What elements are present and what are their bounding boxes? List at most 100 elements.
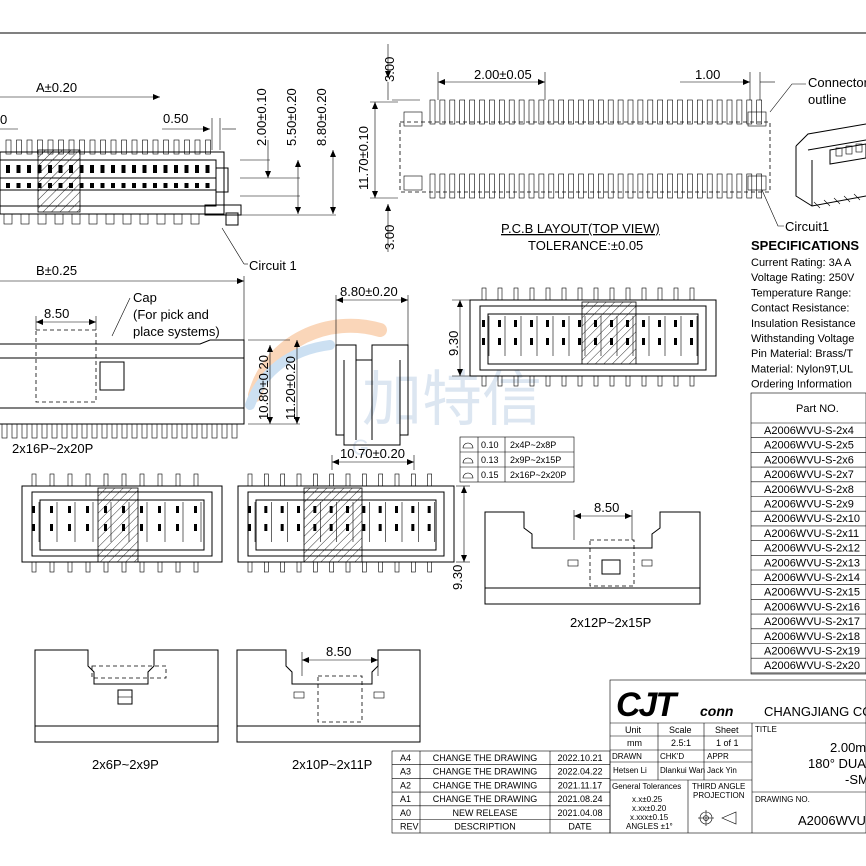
pcb-pad-top — [578, 99, 584, 125]
side-view-10-11: 8.50 2x10P~2x11P — [236, 644, 421, 772]
pcb-pad-bottom — [637, 173, 644, 199]
pcb-pad-bottom — [627, 173, 634, 199]
pcb-pad-top — [607, 99, 614, 125]
pcb-pad-top — [726, 99, 733, 125]
top-pin — [49, 473, 55, 487]
side-pin — [201, 423, 208, 439]
flatness-symbol-icon — [462, 442, 474, 449]
pcb-pad-top — [498, 99, 505, 125]
contact — [142, 165, 147, 173]
dim-a-left: 0 — [0, 112, 7, 127]
contact — [411, 524, 415, 531]
pcb-pad-peg — [403, 175, 423, 191]
contact — [6, 183, 10, 188]
pcb-pad-bottom — [696, 173, 703, 199]
dim-a: A±0.20 — [36, 80, 77, 95]
part-number: A2006WVU-S-2x19 — [764, 646, 860, 658]
contact — [68, 524, 71, 531]
pcb-pad-bottom — [568, 173, 574, 199]
part-number: A2006WVU-S-2x5 — [764, 440, 854, 452]
contact — [658, 320, 661, 327]
top-pin — [139, 473, 145, 487]
pcb-pad-bottom — [687, 173, 693, 199]
contact — [530, 338, 533, 345]
pcb-pad-top — [677, 99, 683, 125]
pin — [194, 139, 201, 155]
rev-code: A2 — [400, 780, 411, 790]
side-pin — [111, 423, 118, 439]
part-number: A2006WVU-S-2x15 — [764, 587, 860, 599]
top-pin — [247, 473, 253, 487]
contact — [32, 524, 35, 531]
side-pin — [71, 423, 78, 439]
bottom-pin — [593, 375, 599, 387]
pin — [89, 139, 96, 155]
top-pin — [85, 473, 91, 487]
contact — [153, 183, 157, 188]
projection-1: THIRD ANGLE — [692, 782, 745, 791]
pcb-pad-bottom — [558, 173, 565, 199]
bottom-pin — [54, 213, 64, 225]
pcb-pad-top — [617, 99, 624, 125]
side-pin — [131, 423, 138, 439]
contact — [546, 320, 549, 327]
drawn-value: Hetsen Li — [613, 766, 647, 775]
rev-description: CHANGE THE DRAWING — [433, 753, 538, 763]
contact — [100, 183, 105, 188]
pcb-pad-top — [459, 99, 466, 125]
bottom-pin — [139, 213, 149, 225]
contact — [280, 506, 284, 513]
pin — [131, 139, 138, 155]
contact — [140, 506, 143, 513]
chkd-label: CHK'D — [660, 752, 684, 761]
bottom-pin — [49, 561, 55, 573]
pcb-pad-bottom — [647, 173, 654, 199]
contact — [184, 183, 189, 188]
pcb-pad-top — [667, 99, 673, 125]
title-line-3: -SM — [845, 772, 866, 787]
gt-2: x.xx±0.20 — [632, 804, 667, 813]
contact — [362, 506, 366, 513]
contact — [153, 165, 157, 173]
bottom-pin — [190, 213, 200, 225]
part-number: A2006WVU-S-2x14 — [764, 572, 860, 584]
contact — [674, 338, 677, 345]
side-view-cap: B±0.25 8.50 Cap (For pick and place syst… — [0, 263, 300, 456]
pcb-pad-bottom — [756, 173, 763, 199]
bottom-pin — [561, 375, 567, 387]
part-table: Part NO. A2006WVU-S-2x4A2006WVU-S-2x5A20… — [750, 392, 866, 675]
flatness-symbol-icon — [462, 457, 474, 464]
appr-value: Jack Yin — [707, 766, 737, 775]
spec-line: Withstanding Voltage — [751, 333, 854, 345]
pin — [79, 139, 85, 155]
top-pin — [641, 287, 647, 301]
rev-description: NEW RELEASE — [452, 808, 517, 818]
bottom-pin — [103, 561, 109, 573]
contact — [195, 165, 199, 173]
bottom-pin — [394, 561, 400, 573]
contact — [140, 524, 143, 531]
contact — [50, 524, 53, 531]
spec-line: Material: Nylon9T,UL — [751, 363, 853, 375]
pcb-pad-top — [588, 99, 594, 125]
pcb-title: P.C.B LAYOUT(TOP VIEW) — [501, 221, 660, 236]
pin — [184, 139, 190, 155]
pcb-pad-bottom — [607, 173, 614, 199]
rev-code: A0 — [400, 808, 411, 818]
unit-value: mm — [627, 738, 642, 748]
bottom-pin — [175, 561, 181, 573]
gt-1: x.x±0.25 — [632, 795, 663, 804]
bottom-pin — [85, 561, 91, 573]
flatness-value: 0.10 — [481, 440, 499, 450]
bottom-pin — [121, 561, 127, 573]
contact — [6, 165, 10, 173]
bottom-pin — [296, 561, 302, 573]
top-pin — [280, 473, 285, 487]
company-name: CHANGJIANG CO — [764, 704, 866, 719]
contact — [562, 320, 565, 327]
top-view-left — [21, 473, 223, 573]
bottom-pin — [20, 213, 30, 225]
pcb-pad-top — [637, 99, 644, 125]
top-view-center: 9.30 — [446, 287, 717, 387]
bottom-pin — [577, 375, 583, 387]
